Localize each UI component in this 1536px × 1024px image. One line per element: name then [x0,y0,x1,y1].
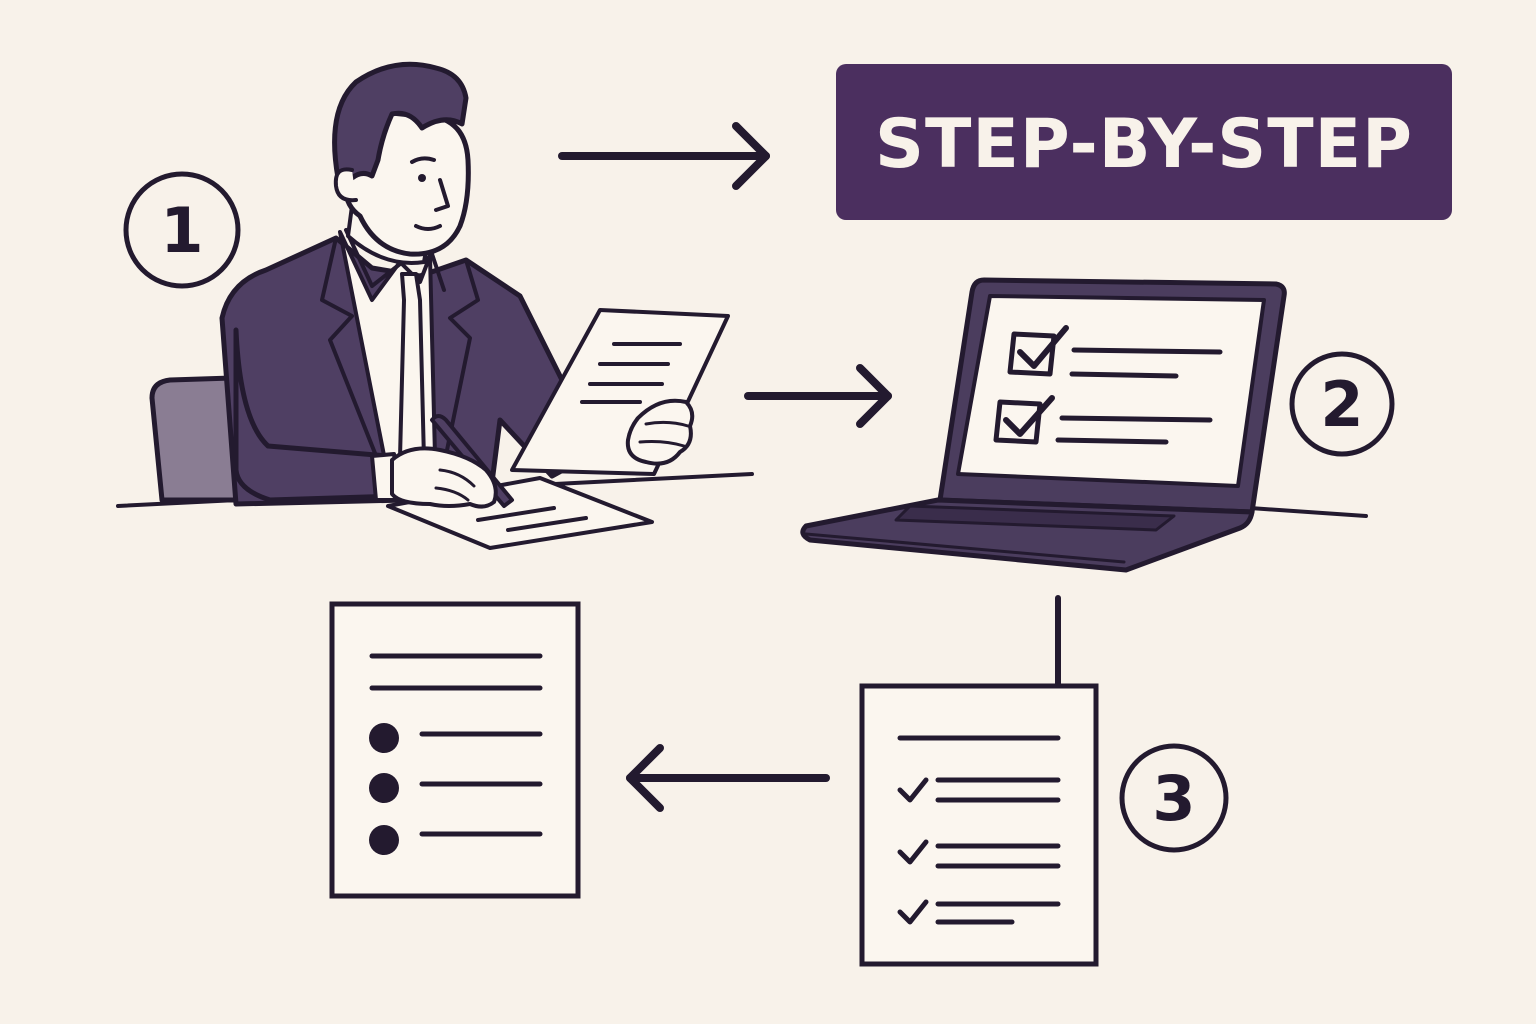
tie [398,272,426,478]
laptop-front-edge [804,532,1126,564]
businessman-writing-icon [149,61,730,550]
mouth [414,224,442,231]
laptop-line-2 [1069,371,1179,379]
banner-title: STEP-BY-STEP [875,105,1413,184]
holding-hand-fingers [638,420,690,448]
ear [333,167,358,203]
arrow-to-laptop [744,364,892,428]
laptop-keyboard [894,504,1176,532]
writing-paper-line-2 [506,516,588,532]
lapel-left [320,236,394,498]
checklist-check-3-icon [897,899,929,925]
laptop-line-4 [1055,437,1169,445]
laptop-line-1 [1071,347,1223,355]
laptop-line-3 [1059,415,1213,423]
checklist-document-icon [859,683,1099,967]
eyebrow [410,156,436,164]
chair-icon [149,375,241,503]
desk-line-right [1248,506,1368,518]
eye [418,174,426,182]
lapel-right [436,258,480,496]
step-3-number: 3 [1152,762,1195,835]
writing-paper-line-1 [476,506,556,522]
holding-hand [625,398,695,466]
arrow-to-banner [558,122,770,190]
bullet-1-icon [369,723,399,753]
laptop-checklist-icon [800,277,1287,573]
bullet-2-icon [369,773,399,803]
bullet-list-document-icon [329,601,581,899]
writing-hand-fingers [434,468,476,502]
hair [332,61,469,181]
step-1-badge: 1 [123,171,241,289]
laptop-check-1-icon [1017,325,1069,369]
step-3-badge: 3 [1119,743,1229,853]
step-by-step-banner: STEP-BY-STEP [836,64,1452,220]
checklist-check-2-icon [897,839,929,865]
laptop-checkbox-1-icon [1007,331,1057,377]
bullet-3-icon [369,825,399,855]
nose [434,178,450,212]
laptop-checkbox-2-icon [993,399,1043,445]
arrow-to-bullet-document [626,744,830,812]
checklist-check-1-icon [897,777,929,803]
step-2-number: 2 [1320,368,1363,441]
laptop-screen [956,294,1266,488]
step-1-number: 1 [160,194,203,267]
arm-left [233,327,403,503]
laptop-check-2-icon [1003,395,1055,437]
held-paper [510,308,730,476]
step-2-badge: 2 [1289,351,1395,457]
writing-hand [390,446,498,509]
